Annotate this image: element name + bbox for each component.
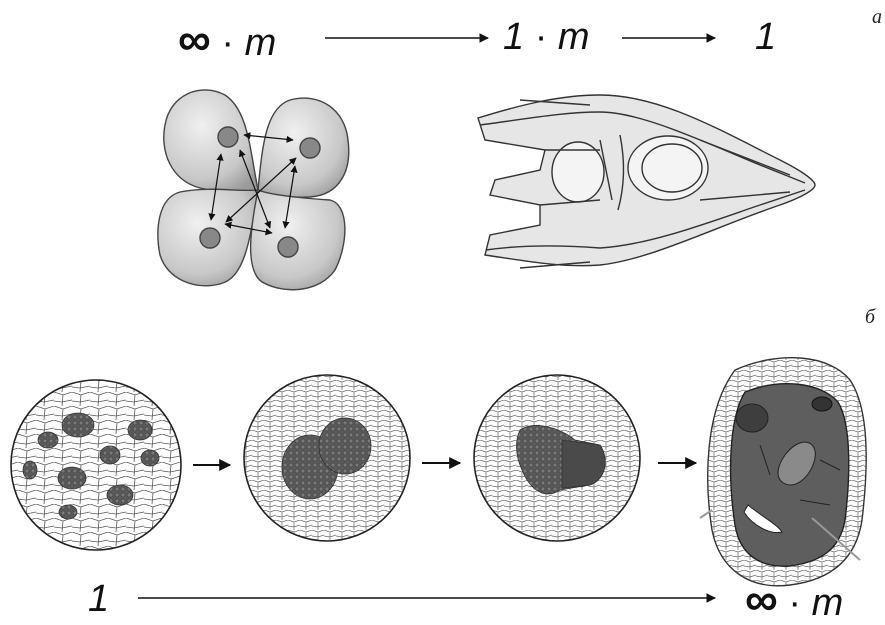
formula-a-mid: 1 · m <box>503 18 590 56</box>
stage-organ <box>700 358 866 586</box>
variable-m: m <box>812 582 844 624</box>
nucleus <box>278 237 298 257</box>
nucleus <box>200 228 220 248</box>
stage-circle-2 <box>244 375 410 541</box>
formula-a-right: 1 <box>755 18 776 56</box>
dot-operator: · <box>221 22 234 64</box>
panel-label-b: б <box>865 306 875 329</box>
nucleus <box>218 127 238 147</box>
infinity-symbol: ∞ <box>745 573 778 625</box>
blastomere-top-left <box>164 90 258 192</box>
stage-circle-1 <box>11 380 181 550</box>
stage-circle-3 <box>474 375 640 541</box>
panel-label-a: а <box>872 6 882 29</box>
formula-a-left: ∞ · m <box>178 16 276 62</box>
blastomere-bottom-right <box>251 190 345 290</box>
four-cell-embryo <box>158 90 349 290</box>
dot-operator: · <box>535 16 548 58</box>
skull-drawing <box>478 95 815 268</box>
formula-b-right: ∞ · m <box>745 576 843 622</box>
number-one: 1 <box>503 16 524 58</box>
variable-m: m <box>558 16 590 58</box>
infinity-symbol: ∞ <box>178 13 211 65</box>
dot-operator: · <box>788 582 801 624</box>
nucleus <box>300 138 320 158</box>
formula-b-left: 1 <box>88 580 109 618</box>
variable-m: m <box>245 22 277 64</box>
